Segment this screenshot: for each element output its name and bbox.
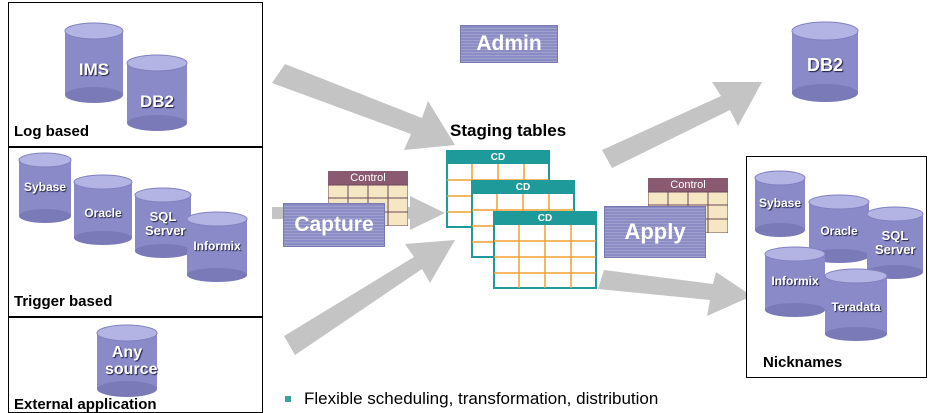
sql-server-db-icon: SQL Server bbox=[134, 187, 192, 258]
sybase-label: Sybase bbox=[23, 180, 67, 194]
nick-teradata-label: Teradata bbox=[831, 300, 881, 314]
arrow-log-to-staging bbox=[272, 64, 455, 150]
nick-sql-server-label: SQL Server bbox=[875, 228, 916, 257]
db2-log-db-icon: DB2 bbox=[126, 54, 188, 131]
trigger-based-label: Trigger based bbox=[14, 293, 113, 310]
nick-informix-db-icon: Informix bbox=[764, 246, 826, 317]
bullet-mark bbox=[285, 396, 291, 402]
nick-teradata-db-icon: Teradata bbox=[824, 268, 888, 341]
admin-plate: Admin bbox=[460, 25, 558, 63]
informix-db-icon: Informix bbox=[186, 211, 248, 282]
external-app-label: External application bbox=[14, 396, 157, 413]
ims-db-icon: IMS bbox=[64, 22, 124, 103]
informix-label: Informix bbox=[193, 239, 241, 253]
bullet-text: Flexible scheduling, transformation, dis… bbox=[304, 389, 659, 408]
log-based-label: Log based bbox=[14, 123, 90, 140]
external-app-box: Any source External application bbox=[8, 317, 263, 413]
nick-sybase-label: Sybase bbox=[758, 196, 802, 210]
capture-control-label: Control bbox=[350, 172, 386, 184]
nick-sybase-db-icon: Sybase bbox=[754, 170, 806, 237]
sql-server-label: SQL Server bbox=[145, 209, 186, 238]
oracle-label: Oracle bbox=[84, 206, 122, 220]
trigger-based-box: Sybase Oracle SQL Server Informix Trigge… bbox=[8, 147, 263, 317]
any-source-label: Any source bbox=[105, 344, 158, 378]
apply-control-label: Control bbox=[670, 179, 706, 191]
apply-plate: Apply bbox=[604, 206, 706, 258]
nick-sql-server-db-icon: SQL Server bbox=[866, 206, 924, 279]
oracle-db-icon: Oracle bbox=[73, 174, 133, 245]
any-source-db-icon: Any source bbox=[96, 324, 158, 397]
nick-informix-label: Informix bbox=[771, 274, 819, 288]
staging-title: Staging tables bbox=[450, 121, 567, 140]
cd-table-1-label: CD bbox=[490, 152, 506, 163]
nick-oracle-label: Oracle bbox=[820, 224, 858, 238]
db2-target-db-icon: DB2 bbox=[791, 21, 859, 102]
sybase-db-icon: Sybase bbox=[18, 152, 72, 223]
ims-label: IMS bbox=[78, 60, 110, 79]
db2-log-label: DB2 bbox=[139, 92, 174, 111]
arrow-apply-to-nicknames bbox=[598, 270, 752, 316]
db2-target-label: DB2 bbox=[806, 55, 843, 75]
log-based-box: IMS DB2 Log based bbox=[8, 2, 263, 147]
arrow-external-to-staging bbox=[284, 240, 455, 355]
cd-table-3: CD bbox=[493, 211, 597, 289]
capture-plate: Capture bbox=[283, 203, 385, 247]
arrow-staging-to-db2 bbox=[602, 82, 762, 168]
cd-table-3-label: CD bbox=[537, 213, 553, 224]
nicknames-label: Nicknames bbox=[763, 354, 843, 371]
nicknames-box: Sybase Oracle SQL Server Informix Te bbox=[746, 156, 927, 378]
cd-table-2-label: CD bbox=[515, 182, 531, 193]
